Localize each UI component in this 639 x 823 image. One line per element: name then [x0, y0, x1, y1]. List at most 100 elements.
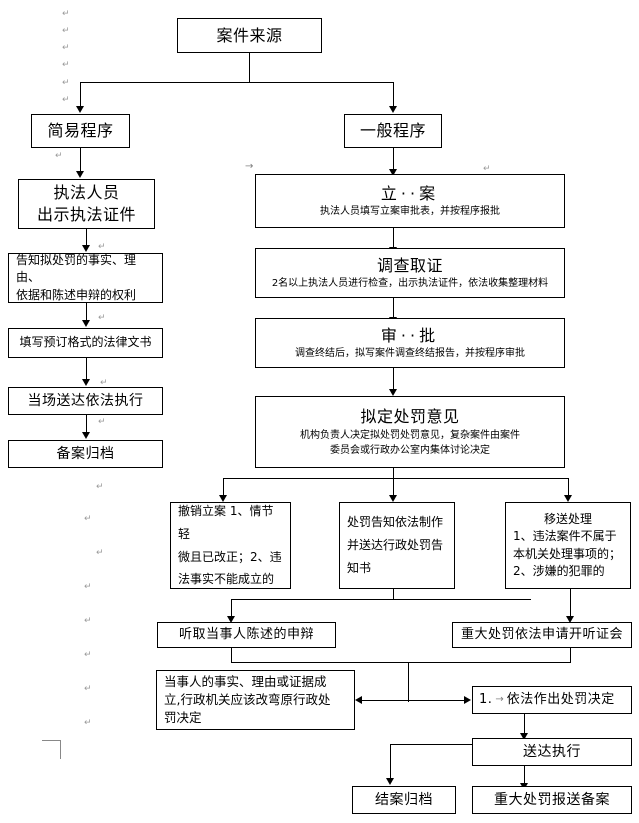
connector-filing-to-investigation [393, 228, 394, 248]
arrowhead-filing [389, 169, 397, 176]
paragraph-mark: ↵ [96, 482, 104, 492]
connector-split-top [80, 82, 393, 83]
arrowhead-revoke [219, 495, 227, 502]
node-file-record[interactable]: 备案归档 [8, 440, 163, 468]
node-party-evidence-line2: 立,行政机关应该改弯原行政处 [164, 691, 331, 707]
paragraph-mark: ↵ [96, 548, 104, 558]
node-major-penalty-record-label: 重大处罚报送备案 [494, 791, 610, 808]
node-case-source[interactable]: 案件来源 [177, 18, 322, 53]
connector-hear-down [231, 648, 232, 662]
node-hearing-request[interactable]: 重大处罚依法申请开听证会 [452, 622, 632, 648]
node-penalty-decision-prefix: 1. [479, 692, 493, 708]
node-approval[interactable]: 审··批 调查终结后，拟写案件调查终结报告，并按程序审批 [255, 318, 565, 368]
node-draft-opinion-sub1: 机构负责人决定拟处罚处罚意见，复杂案件由案件 [300, 429, 520, 441]
connector-approval-to-draft [393, 368, 394, 390]
paragraph-mark: ↵ [62, 95, 70, 105]
node-revoke-filing[interactable]: 撤销立案 1、情节轻 微且已改正；2、违 法事实不能成立的 [170, 502, 291, 589]
paragraph-mark: ↵ [62, 9, 70, 19]
arrowhead-hearing-request [566, 616, 574, 623]
connector-fill-to-onsite [86, 358, 87, 380]
node-transfer-handling-line2: 1、违法案件不属于 [513, 529, 617, 544]
node-case-filing-title: 立··案 [380, 183, 440, 203]
node-hear-statement[interactable]: 听取当事人陈述的申辩 [157, 622, 336, 648]
node-hearing-request-label: 重大处罚依法申请开听证会 [460, 627, 623, 643]
node-penalty-notice[interactable]: 处罚告知依法制作 并送达行政处罚告 知书 [339, 502, 455, 589]
node-revoke-filing-line2: 微且已改正；2、违 [178, 549, 282, 564]
arrowhead-notify [82, 245, 90, 252]
node-enforcement-officer[interactable]: 执法人员 出示执法证件 [18, 179, 155, 229]
connector-to-revoke [223, 478, 224, 496]
node-draft-opinion[interactable]: 拟定处罚意见 机构负责人决定拟处罚处罚意见，复杂案件由案件 委员会或行政办公室内… [255, 396, 565, 468]
paragraph-mark: ↵ [84, 718, 92, 728]
connector-to-hearing-request [570, 589, 571, 617]
arrowhead-transfer [564, 495, 572, 502]
node-revoke-filing-line1: 撤销立案 1、情节轻 [178, 503, 274, 541]
paragraph-mark: ↵ [62, 60, 70, 70]
tab-arrow-mark: → [245, 161, 254, 172]
paragraph-mark: ↵ [84, 514, 92, 524]
node-case-filing-sub: 执法人员填写立案审批表，并按程序报批 [320, 206, 500, 218]
connector-to-simple [80, 82, 81, 108]
tab-arrow-mark: → [495, 694, 504, 706]
node-penalty-notice-line2: 并送达行政处罚告 [347, 538, 444, 553]
connector-to-penalty-decision [408, 700, 464, 701]
connector-officer-to-notify [86, 229, 87, 246]
arrowhead-filerecord [82, 432, 90, 439]
arrowhead-service [520, 733, 528, 740]
node-party-evidence-valid[interactable]: 当事人的事实、理由或证据成 立,行政机关应该改弯原行政处 罚决定 [156, 670, 355, 730]
node-investigation-title: 调查取证 [376, 255, 443, 275]
node-hear-statement-label: 听取当事人陈述的申辩 [178, 627, 314, 643]
node-enforcement-officer-line2: 出示执法证件 [36, 205, 136, 224]
paragraph-mark: ↵ [483, 164, 491, 174]
arrowhead-hear-statement [227, 616, 235, 623]
connector-case-source-down [249, 52, 250, 82]
node-transfer-handling-line3: 本机关处理事项的； [513, 546, 622, 561]
arrowhead-penalty-decision [464, 696, 471, 704]
connector-notify-to-fill [86, 303, 87, 321]
node-transfer-handling-line4: 2、涉嫌的犯罪的 [513, 563, 605, 578]
node-transfer-handling-line1: 移送处理 [543, 511, 592, 526]
node-draft-opinion-sub2: 委员会或行政办公室内集体讨论决定 [330, 444, 490, 456]
paragraph-mark: ↵ [100, 378, 108, 388]
node-general-procedure[interactable]: 一般程序 [344, 114, 442, 148]
node-case-filing[interactable]: 立··案 执法人员填写立案审批表，并按程序报批 [255, 174, 565, 228]
paragraph-mark: ↵ [62, 78, 70, 88]
paragraph-mark: ↵ [55, 151, 63, 161]
node-enforcement-officer-title: 执法人员 [53, 183, 120, 203]
connector-closed-down [390, 744, 391, 779]
node-case-source-label: 案件来源 [216, 25, 283, 45]
node-penalty-notice-line3: 知书 [347, 560, 372, 575]
paragraph-mark: ↵ [98, 242, 106, 252]
node-notify-rights-line2: 依据和陈述申辩的权利 [16, 287, 137, 302]
connector-notice-down [393, 589, 394, 599]
node-onsite-service-label: 当场送达依法执行 [27, 392, 144, 409]
node-simple-procedure[interactable]: 简易程序 [31, 114, 130, 148]
connector-general-to-filing [393, 148, 394, 170]
paragraph-mark: ↵ [98, 313, 106, 323]
node-notify-rights[interactable]: 告知拟处罚的事实、理由、 依据和陈述申辩的权利 [8, 253, 163, 303]
node-investigation-sub: 2名以上执法人员进行检查，出示执法证件，依法收集整理材料 [271, 278, 549, 290]
arrowhead-party-evidence [355, 696, 362, 704]
node-major-penalty-record[interactable]: 重大处罚报送备案 [472, 786, 632, 814]
node-service-execution[interactable]: 送达执行 [472, 738, 632, 766]
node-fill-documents[interactable]: 填写预订格式的法律文书 [8, 328, 163, 358]
connector-to-transfer [568, 478, 569, 496]
node-onsite-service[interactable]: 当场送达依法执行 [8, 387, 163, 415]
node-transfer-handling[interactable]: 移送处理 1、违法案件不属于 本机关处理事项的； 2、涉嫌的犯罪的 [505, 502, 631, 589]
node-simple-procedure-label: 简易程序 [47, 121, 114, 141]
node-notify-rights-line1: 告知拟处罚的事实、理由、 [16, 252, 137, 285]
node-investigation[interactable]: 调查取证 2名以上执法人员进行检查，出示执法证件，依法收集整理材料 [255, 248, 565, 298]
paragraph-mark: ↵ [62, 26, 70, 36]
node-penalty-decision[interactable]: 1. → 依法作出处罚决定 [472, 686, 632, 714]
node-approval-sub: 调查终结后，拟写案件调查终结报告，并按程序审批 [295, 348, 525, 360]
connector-simple-to-officer [80, 148, 81, 172]
connector-onsite-to-filerecord [86, 415, 87, 433]
connector-three-way-split [223, 478, 568, 479]
paragraph-mark: ↵ [84, 616, 92, 626]
arrowhead-closed [386, 778, 394, 785]
arrowhead-to-simple [76, 106, 84, 113]
arrowhead-onsite [82, 379, 90, 386]
connector-to-hear-statement [231, 599, 232, 617]
node-draft-opinion-title: 拟定处罚意见 [360, 407, 460, 427]
node-case-closed[interactable]: 结案归档 [352, 786, 456, 814]
